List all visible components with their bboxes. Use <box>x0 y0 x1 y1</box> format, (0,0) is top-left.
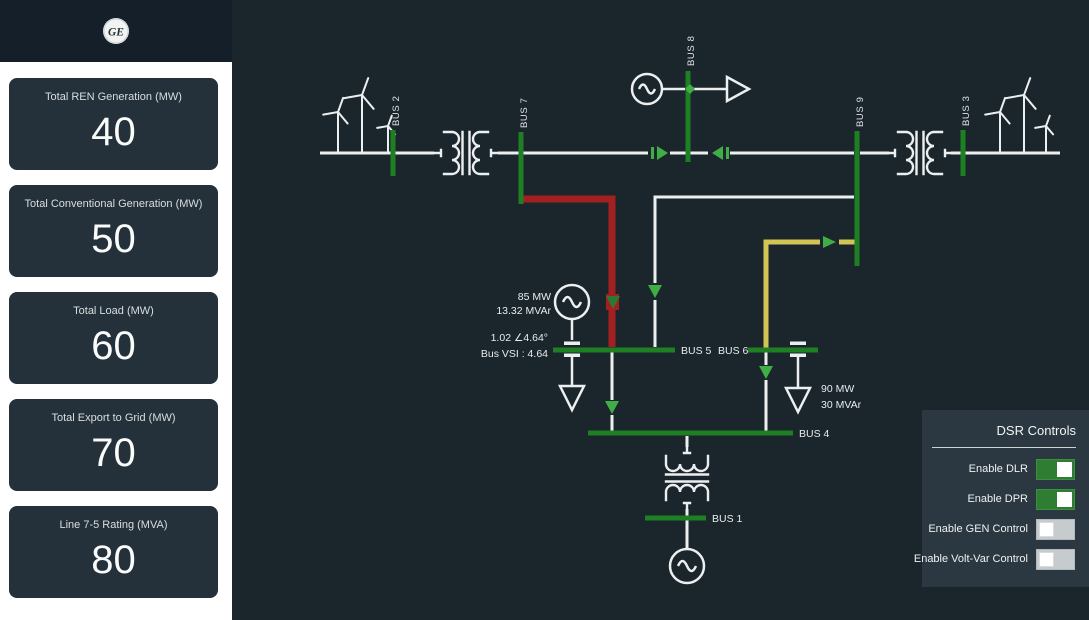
toggle-label: Enable Volt-Var Control <box>913 553 1028 565</box>
grid-export-arrow-icon <box>725 74 752 104</box>
dsr-row-enable-gen-control: Enable GEN Control <box>922 514 1089 544</box>
load-bus6-mvar-value: 30 MVAr <box>821 399 862 411</box>
sidebar: GE Total REN Generation (MW) 40 Total Co… <box>0 0 232 620</box>
flow-arrow-into-bus8-left-icon <box>657 146 668 160</box>
flow-arrow-bus7-bus5-icon <box>606 296 620 309</box>
bus-9-label: BUS 9 <box>855 97 866 127</box>
enable-dlr-toggle[interactable] <box>1036 458 1075 480</box>
load-bus5-arrow-icon <box>557 384 587 413</box>
transformer-bus9-bus3-icon <box>886 130 954 176</box>
dsr-row-enable-volt-var-control: Enable Volt-Var Control <box>914 544 1089 574</box>
stat-card-line-7-5-rating: Line 7-5 Rating (MVA) 80 <box>9 506 218 598</box>
wind-farm-right-icon <box>984 77 1055 153</box>
stat-label: Total Export to Grid (MW) <box>51 412 176 424</box>
stat-card-total-load: Total Load (MW) 60 <box>9 292 218 384</box>
flow-arrow-bus6-bus9-icon <box>823 236 836 248</box>
bus-1-bar <box>645 515 706 521</box>
bus-7-bar <box>518 132 524 204</box>
bus-3-bar <box>960 130 966 176</box>
toggle-label: Enable DLR <box>968 463 1028 475</box>
bus5-voltage-value: 1.02 ∠4.64° <box>491 332 548 344</box>
dsr-divider <box>932 447 1076 448</box>
dsr-panel-title: DSR Controls <box>996 423 1076 438</box>
stat-value: 60 <box>91 324 136 369</box>
load-bus6-arrow-icon <box>783 386 813 415</box>
bus-5-label: BUS 5 <box>681 345 712 357</box>
gen-bus5-mvar-value: 13.32 MVAr <box>496 305 551 317</box>
dsr-row-enable-dpr: Enable DPR <box>922 484 1089 514</box>
breaker-bus5-icon <box>564 341 580 345</box>
connector-bus8-dot <box>685 84 695 94</box>
load-bus6-mw-value: 90 MW <box>821 383 854 395</box>
bus-8-bar <box>685 71 691 162</box>
bus-2-label: BUS 2 <box>391 96 402 126</box>
toggle-label: Enable GEN Control <box>928 523 1028 535</box>
line-bus6-bus9-warning <box>763 239 855 350</box>
bus-1-label: BUS 1 <box>712 513 743 525</box>
stat-card-conventional-generation: Total Conventional Generation (MW) 50 <box>9 185 218 277</box>
ge-logo-icon: GE <box>103 18 129 44</box>
transformer-bus2-bus7-icon <box>432 130 500 176</box>
bus-6-bar <box>748 347 818 353</box>
transformer-bus4-bus1-icon <box>664 444 710 512</box>
stat-value: 50 <box>91 217 136 262</box>
flow-arrow-bus9-bus5-icon <box>648 285 662 298</box>
bus-2-bar <box>390 130 396 176</box>
stat-card-export-to-grid: Total Export to Grid (MW) 70 <box>9 399 218 491</box>
generator-bus5-icon <box>553 283 591 340</box>
stat-label: Total Conventional Generation (MW) <box>24 198 203 210</box>
bus-6-label: BUS 6 <box>718 345 749 357</box>
stat-value: 80 <box>91 538 136 583</box>
toggle-knob <box>1057 491 1072 507</box>
dsr-controls-panel: DSR Controls Enable DLR Enable DPR Enabl… <box>914 410 1089 587</box>
stat-card-ren-generation: Total REN Generation (MW) 40 <box>9 78 218 170</box>
dsr-row-enable-dlr: Enable DLR <box>922 454 1089 484</box>
bus-8-label: BUS 8 <box>686 36 697 66</box>
flow-arrow-into-bus8-right-icon <box>712 146 723 160</box>
bus-4-bar <box>588 430 793 436</box>
stat-label: Total REN Generation (MW) <box>45 91 182 103</box>
gen-bus5-mw-value: 85 MW <box>518 291 551 303</box>
enable-volt-var-control-toggle[interactable] <box>1036 548 1075 570</box>
bus-3-label: BUS 3 <box>961 96 972 126</box>
bus-5-bar <box>553 347 675 353</box>
flow-arrow-bus5-bus4-icon <box>605 401 619 414</box>
enable-gen-control-toggle[interactable] <box>1036 518 1075 540</box>
enable-dpr-toggle[interactable] <box>1036 488 1075 510</box>
generator-bus1-icon <box>668 547 706 585</box>
breaker-bus5-icon <box>564 353 580 357</box>
bus-4-label: BUS 4 <box>799 428 830 440</box>
flow-arrow-bus6-bus4-icon <box>759 366 773 379</box>
toggle-knob <box>1039 551 1054 567</box>
toggle-knob <box>1057 461 1072 477</box>
stat-label: Line 7-5 Rating (MVA) <box>59 519 168 531</box>
flow-arrows <box>605 146 839 415</box>
toggle-label: Enable DPR <box>967 493 1028 505</box>
bus-9-bar <box>854 131 860 266</box>
generator-bus8-icon <box>630 72 752 106</box>
bus-7-label: BUS 7 <box>519 98 530 128</box>
toggle-knob <box>1039 521 1054 537</box>
wind-farm-left-icon <box>322 77 397 153</box>
breaker-bus6-icon <box>790 341 806 345</box>
line-bus5-bus9 <box>653 195 854 347</box>
breaker-bus6-icon <box>790 353 806 357</box>
sidebar-header: GE <box>0 0 232 62</box>
bus5-vsi-value: Bus VSI : 4.64 <box>481 348 548 360</box>
stat-label: Total Load (MW) <box>73 305 154 317</box>
stat-value: 70 <box>91 431 136 476</box>
stat-value: 40 <box>91 110 136 155</box>
svg-text:GE: GE <box>108 27 124 39</box>
line-bus7-bus5-overload <box>521 195 616 347</box>
